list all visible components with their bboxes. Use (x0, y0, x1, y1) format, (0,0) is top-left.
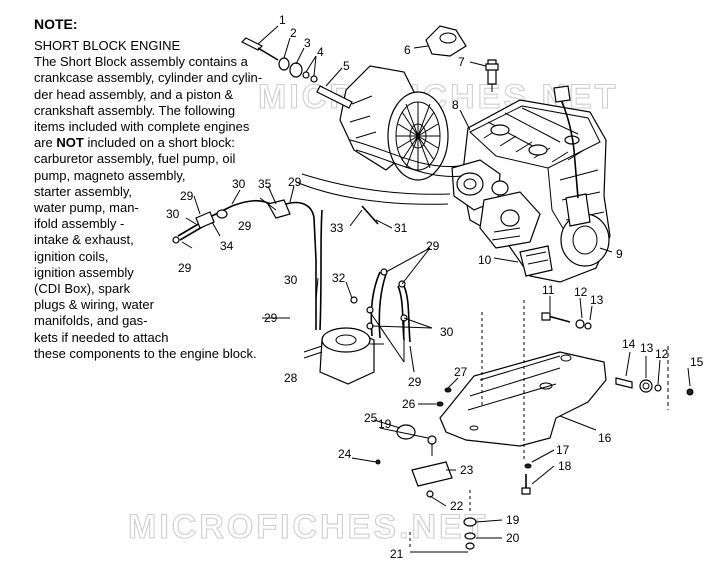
callout-26: 26 (402, 397, 416, 411)
note-title: NOTE: (34, 16, 78, 32)
callout-28: 28 (284, 371, 298, 385)
callout-16: 16 (598, 431, 612, 445)
note-line: these components to the engine block. (34, 345, 257, 361)
note-line: starter assembly, (34, 183, 133, 199)
callout-1: 1 (279, 13, 286, 27)
callout-32: 32 (332, 271, 346, 285)
callout-8: 8 (452, 98, 459, 112)
oil-pump (303, 327, 384, 385)
note-line: crankcase assembly, cylinder and cylin- (34, 70, 263, 86)
callout-23: 23 (460, 463, 474, 477)
note-line: pump, magneto assembly, (34, 167, 186, 183)
callout-34: 34 (220, 239, 234, 253)
callout-2: 2 (290, 26, 297, 40)
callout-30: 30 (440, 325, 454, 339)
note-body: SHORT BLOCK ENGINE The Short Block assem… (34, 38, 270, 362)
callout-19: 19 (378, 417, 392, 431)
callout-18: 18 (558, 459, 572, 473)
callout-24: 24 (338, 447, 352, 461)
note-line: ignition assembly (34, 264, 134, 280)
callout-29: 29 (178, 261, 192, 275)
callout-30: 30 (166, 207, 180, 221)
fuel-lines (350, 268, 411, 343)
note-line: crankshaft assembly. The following (34, 102, 236, 118)
engine-mount-plate (439, 351, 607, 447)
callout-21: 21 (390, 547, 404, 561)
note-line: der head assembly, and a piston & (34, 86, 234, 102)
callout-29: 29 (238, 219, 252, 233)
callout-11: 11 (542, 283, 555, 297)
callout-29: 29 (264, 311, 278, 325)
callout-9: 9 (616, 247, 623, 261)
note-line: ignition coils, (34, 248, 109, 264)
watermark: MICROFICHES.NET (128, 508, 488, 546)
callout-17: 17 (556, 443, 570, 457)
callout-7: 7 (458, 55, 465, 69)
note-line: carburetor assembly, fuel pump, oil (34, 151, 236, 167)
callouts: 1 2 3 4 4 5 6 7 8 9 10 11 12 13 12 13 14… (166, 13, 704, 561)
mount-hardware-right (541, 312, 694, 410)
engine-block (451, 85, 611, 283)
callout-6: 6 (404, 43, 411, 57)
recoil-starter (339, 65, 449, 181)
callout-29: 29 (426, 239, 440, 253)
callout-35: 35 (258, 177, 272, 191)
callout-25: 25 (364, 411, 378, 425)
note-emphasis: NOT (56, 135, 84, 151)
callout-30: 30 (232, 177, 246, 191)
callout-29: 29 (408, 375, 422, 389)
callout-29: 29 (288, 175, 302, 189)
spark-plug (485, 59, 499, 92)
note-line: intake & exhaust, (34, 232, 134, 248)
note-line: kets if needed to attach (34, 329, 169, 345)
callout-29: 29 (180, 189, 194, 203)
callout-31: 31 (394, 221, 408, 235)
callout-13: 13 (640, 341, 654, 355)
note-line: manifolds, and gas- (34, 313, 148, 329)
callout-10: 10 (478, 253, 492, 267)
callout-19: 19 (506, 513, 520, 527)
note-line: The Short Block assembly contains a (34, 54, 248, 70)
callout-22: 22 (450, 499, 464, 513)
note-line: (CDI Box), spark (34, 281, 131, 297)
callout-15: 15 (690, 355, 704, 369)
callout-4: 4 (317, 45, 324, 59)
oil-line-assembly (172, 199, 323, 331)
callout-33: 33 (330, 221, 344, 235)
bolt-stack (240, 37, 353, 109)
note-line: SHORT BLOCK ENGINE (34, 38, 181, 53)
callout-5: 5 (343, 59, 350, 73)
callout-27: 27 (454, 365, 468, 379)
callout-30: 30 (284, 273, 298, 287)
leader-lines (181, 25, 691, 553)
callout-13: 13 (590, 293, 604, 307)
callout-12: 12 (574, 285, 588, 299)
note-line: water pump, man- (34, 200, 139, 216)
callout-12: 12 (655, 347, 669, 361)
callout-14: 14 (622, 337, 636, 351)
spark-plug-cap (425, 25, 467, 57)
note-line: ifold assembly - (34, 216, 125, 232)
callout-3: 3 (304, 36, 311, 50)
note-line-not: are NOT included on a short block: (34, 135, 235, 151)
note-line: items included with complete engines (34, 119, 250, 135)
callout-20: 20 (506, 531, 520, 545)
note-line: plugs & wiring, water (34, 297, 154, 313)
